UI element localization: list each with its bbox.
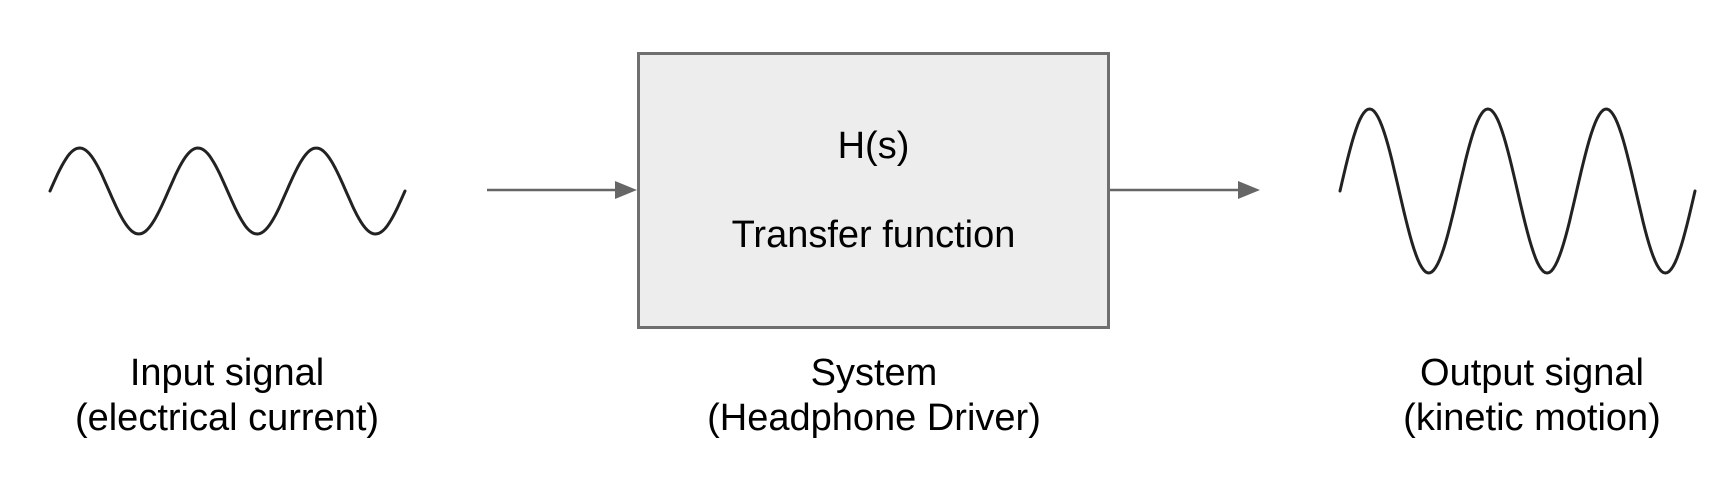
- output-arrow: [1110, 181, 1260, 199]
- input-signal-label: Input signal (electrical current): [17, 351, 437, 441]
- system-label-line2: (Headphone Driver): [707, 397, 1041, 439]
- arrowhead-right-icon: [615, 181, 637, 199]
- output-sine-wave-icon: [1338, 107, 1697, 275]
- system-label: System (Headphone Driver): [664, 351, 1084, 441]
- output-signal-label: Output signal (kinetic motion): [1322, 351, 1731, 441]
- output-label-line2: (kinetic motion): [1403, 397, 1661, 439]
- system-label-line1: System: [810, 352, 938, 394]
- transfer-function-caption: Transfer function: [731, 213, 1016, 256]
- output-label-line1: Output signal: [1420, 352, 1644, 394]
- transfer-function-box: H(s) Transfer function: [637, 52, 1110, 329]
- input-arrow: [487, 181, 637, 199]
- input-label-line2: (electrical current): [74, 397, 380, 439]
- input-label-line1: Input signal: [129, 352, 325, 394]
- transfer-function-symbol: H(s): [837, 124, 910, 167]
- arrowhead-right-icon: [1238, 181, 1260, 199]
- input-sine-wave-icon: [48, 146, 407, 236]
